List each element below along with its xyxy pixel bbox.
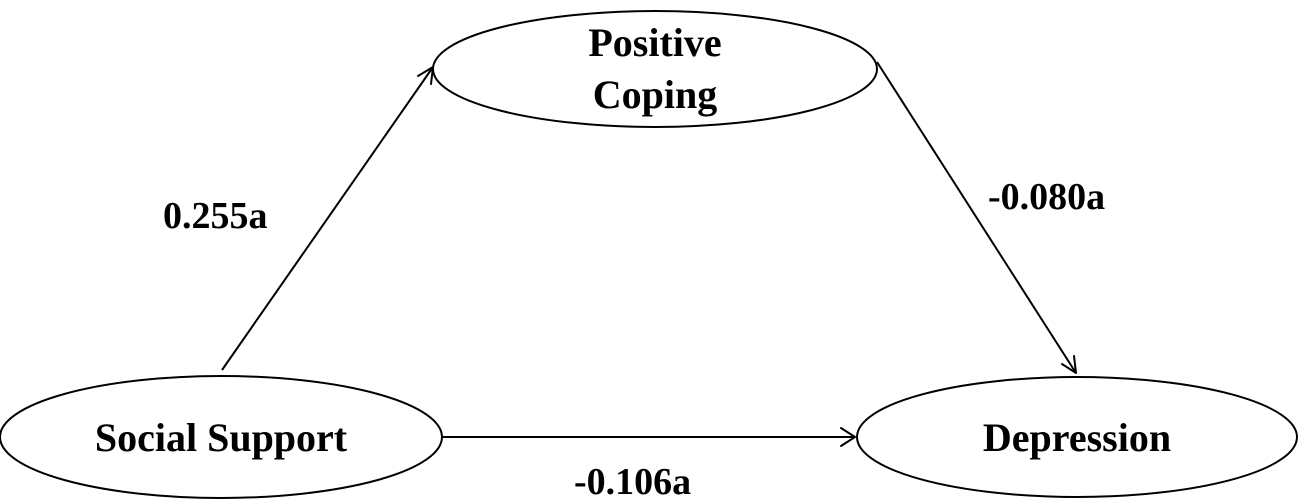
node-social-support: Social Support — [0, 375, 443, 499]
edge-line-support-to-coping — [221, 66, 434, 371]
edge-line-coping-to-depression — [876, 61, 1077, 374]
edge-support-to-depression — [442, 427, 856, 447]
node-label-positive-coping-line1: Positive — [588, 20, 721, 65]
edge-label-support-to-depression: -0.106a — [574, 461, 691, 503]
arrowhead-coping-to-depression — [1061, 355, 1077, 374]
node-depression: Depression — [856, 376, 1298, 498]
edge-coping-to-depression — [876, 61, 1077, 374]
edge-label-support-to-coping: 0.255a — [163, 195, 268, 237]
node-shape-social-support — [0, 375, 443, 499]
node-shape-positive-coping — [432, 10, 878, 128]
node-positive-coping: Positive Coping — [432, 10, 878, 128]
node-label-depression: Depression — [983, 415, 1171, 460]
arrowhead-support-to-depression — [840, 427, 856, 447]
node-shape-depression — [856, 376, 1298, 498]
node-label-social-support: Social Support — [95, 415, 348, 460]
node-label-positive-coping-line2: Coping — [593, 72, 718, 117]
edge-label-coping-to-depression: -0.080a — [988, 176, 1105, 218]
